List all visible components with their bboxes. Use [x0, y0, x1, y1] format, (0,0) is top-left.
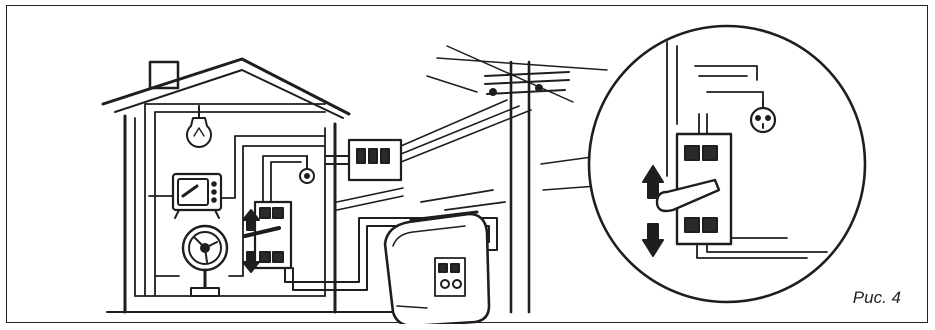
- wiring-diagram: [101, 24, 867, 324]
- generator-cable: [284, 217, 498, 291]
- house-roof-inner: [114, 69, 344, 119]
- callout-outlet-icon: [749, 99, 777, 134]
- service-wires: [336, 99, 532, 211]
- utility-pole: [426, 45, 608, 314]
- detail-callout: [587, 24, 867, 304]
- figure-caption: Рис. 4: [852, 288, 901, 307]
- callout-arrow-up-icon: [642, 165, 664, 199]
- outlet-icon: [299, 155, 315, 184]
- arrow-down-icon: [242, 251, 260, 273]
- television-icon: [171, 172, 223, 219]
- motion-lines: [420, 189, 506, 211]
- meter-box: [324, 138, 403, 182]
- generator-icon: [383, 210, 491, 324]
- house-roof-outer: [101, 57, 351, 116]
- callout-arrow-down-icon: [642, 223, 664, 257]
- figure-frame: Рис. 4: [6, 5, 928, 324]
- fan-icon: [181, 224, 229, 297]
- transfer-switch-house: [242, 200, 293, 273]
- light-bulb-icon: [186, 105, 212, 148]
- callout-transfer-switch: [642, 132, 733, 257]
- house-wiring: [144, 103, 326, 297]
- arrow-up-icon: [242, 209, 260, 231]
- house-chimney: [148, 60, 180, 90]
